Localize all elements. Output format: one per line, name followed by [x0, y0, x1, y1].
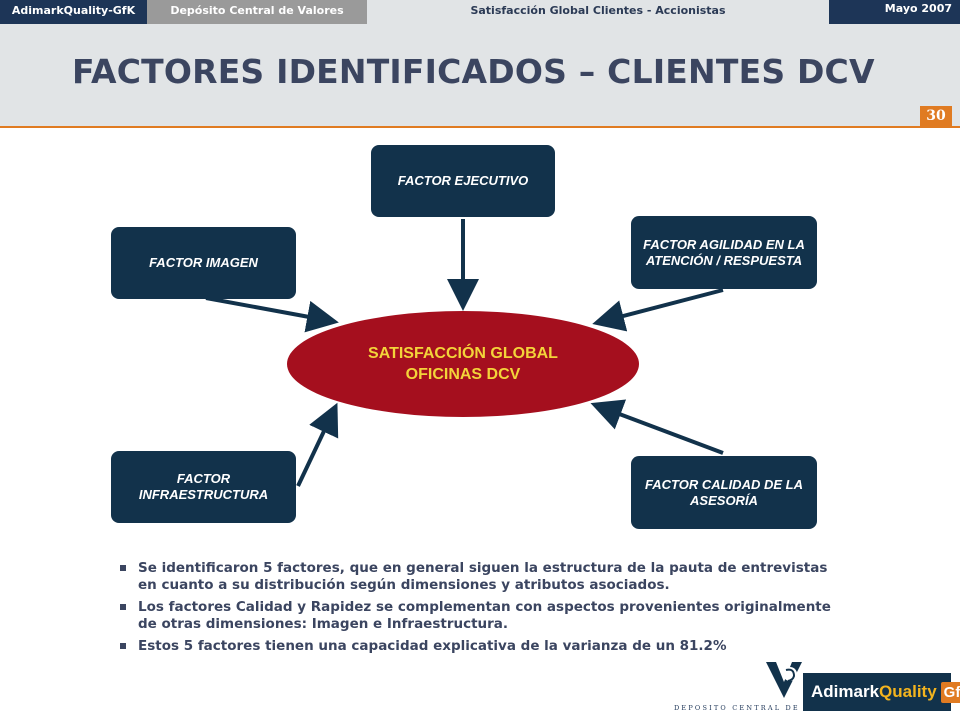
center-label: SATISFACCIÓN GLOBAL OFICINAS DCV — [368, 345, 558, 383]
page-title: FACTORES IDENTIFICADOS – CLIENTES DCV — [72, 52, 875, 91]
date-label: Mayo 2007 — [829, 0, 960, 24]
adimark-text: Adimark — [811, 682, 880, 701]
factor-infraestructura-box: FACTOR INFRAESTRUCTURA — [111, 451, 296, 523]
bullet-marker-icon — [120, 643, 126, 649]
brand-label: AdimarkQuality-GfK — [0, 0, 147, 24]
bullet-marker-icon — [120, 604, 126, 610]
page-number: 30 — [920, 106, 952, 126]
center-ellipse: SATISFACCIÓN GLOBAL OFICINAS DCV — [287, 311, 639, 417]
header-divider — [0, 126, 960, 128]
gfk-text: GfK — [940, 681, 960, 703]
arrow-agilidad — [592, 288, 724, 332]
arrow-infraestructura — [296, 402, 339, 487]
bullet-text: Los factores Calidad y Rapidez se comple… — [138, 599, 831, 632]
top-bar: AdimarkQuality-GfK Depósito Central de V… — [0, 0, 960, 24]
factor-imagen-box: FACTOR IMAGEN — [111, 227, 296, 299]
study-label: Satisfacción Global Clientes - Accionist… — [367, 0, 829, 24]
adimark-logo: Adimark Quality GfK — [803, 673, 960, 711]
dcv-logo: DEPOSITO CENTRAL DE VALORES — [668, 660, 850, 716]
factor-calidad-box: FACTOR CALIDAD DE LA ASESORÍA — [631, 456, 817, 529]
bullet-item: Estos 5 factores tienen una capacidad ex… — [118, 638, 838, 655]
quality-text: Quality — [879, 682, 937, 701]
factor-ejecutivo-box: FACTOR EJECUTIVO — [371, 145, 555, 217]
factor-agilidad-box: FACTOR AGILIDAD EN LA ATENCIÓN / RESPUES… — [631, 216, 817, 289]
bullet-marker-icon — [120, 565, 126, 571]
bullet-item: Los factores Calidad y Rapidez se comple… — [118, 599, 838, 633]
bullet-text: Estos 5 factores tienen una capacidad ex… — [138, 638, 727, 654]
arrow-calidad — [590, 399, 724, 455]
bullet-text: Se identificaron 5 factores, que en gene… — [138, 560, 828, 593]
header-band — [0, 24, 960, 128]
client-label: Depósito Central de Valores — [147, 0, 367, 24]
dcv-logo-text: DEPOSITO CENTRAL DE VALORES — [674, 704, 853, 712]
arrow-imagen — [205, 296, 339, 333]
dcv-mark-icon — [766, 662, 802, 698]
bullet-list: Se identificaron 5 factores, que en gene… — [118, 560, 838, 660]
bullet-item: Se identificaron 5 factores, que en gene… — [118, 560, 838, 594]
